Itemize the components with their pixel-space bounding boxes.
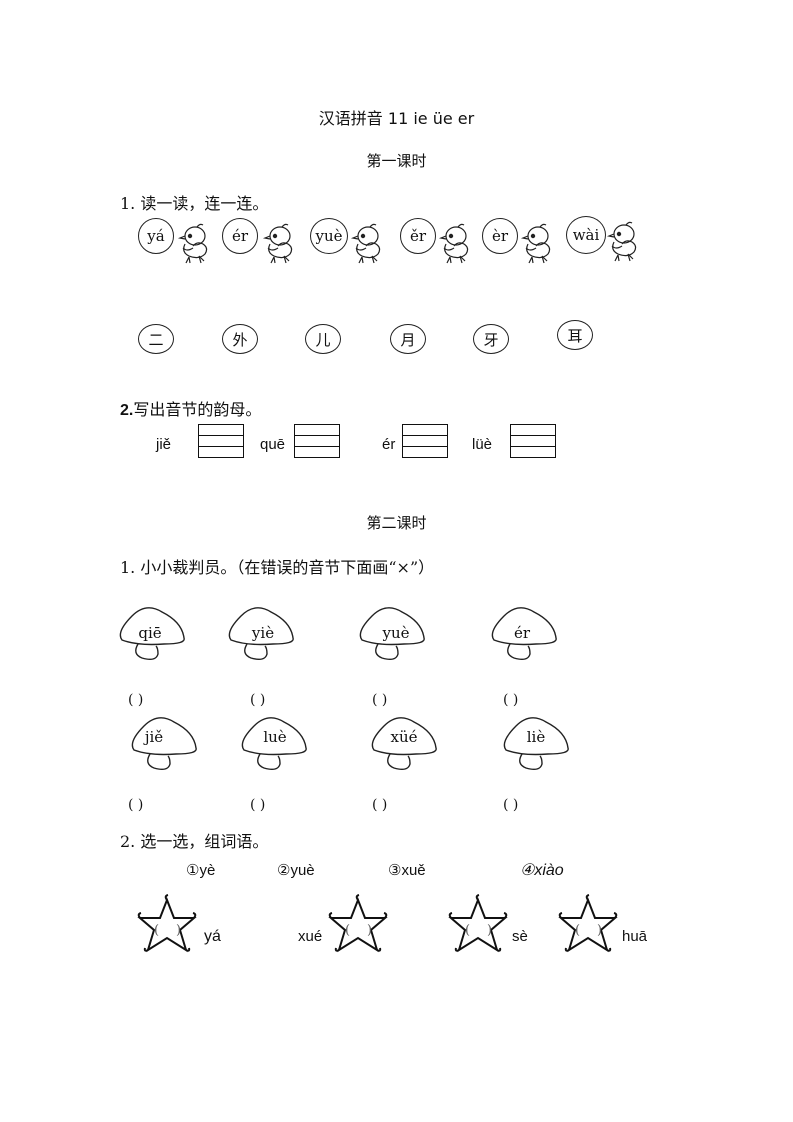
paren-text: ) (597, 923, 602, 938)
paren-text: ) (487, 923, 492, 938)
mushroom-syllable: jiě (144, 728, 164, 746)
star-pinyin-4: huā (622, 928, 648, 945)
syllable-3: ér (382, 436, 396, 453)
hanzi-circle-3[interactable]: 儿 (305, 324, 341, 354)
pinyin-circle: ěr (400, 218, 436, 254)
pinyin-bubble-1[interactable]: yá (138, 218, 174, 254)
writing-grid-1[interactable] (198, 424, 244, 458)
pinyin-circle: ér (222, 218, 258, 254)
syllable-2: quē (260, 436, 286, 453)
pinyin-bubble-2[interactable]: ér (222, 218, 258, 254)
lesson1-heading: 第一课时 (366, 152, 427, 170)
hanzi-circle-5[interactable]: 牙 (473, 324, 509, 354)
paren-text: ) (176, 923, 181, 938)
pinyin-bubble-6[interactable]: wài (566, 216, 606, 254)
chick-icon (177, 223, 208, 264)
syllable-1: jiě (156, 436, 172, 453)
question-number: 2. (120, 402, 134, 419)
answer-paren-4[interactable]: ( ) (503, 692, 519, 708)
mushroom-syllable: yuè (382, 624, 410, 642)
star-pinyin-2: xué (298, 928, 323, 945)
answer-paren-5[interactable]: ( ) (128, 797, 144, 813)
mushroom-icon (241, 717, 307, 771)
mushroom-2: yiè (225, 602, 305, 666)
mushroom-syllable: ér (513, 624, 531, 642)
pinyin-bubble-4[interactable]: ěr (400, 218, 436, 254)
paren-text: ( (154, 923, 159, 938)
chick-icon (438, 223, 469, 264)
answer-paren-8[interactable]: ( ) (503, 797, 519, 813)
writing-grid-4[interactable] (510, 424, 556, 458)
mushroom-icon (228, 607, 294, 661)
answer-paren-6[interactable]: ( ) (250, 797, 266, 813)
answer-paren-3[interactable]: ( ) (372, 692, 388, 708)
worksheet-title: 汉语拼音 11 ie üe er (318, 109, 475, 128)
mushroom-icon (503, 717, 569, 771)
writing-grid-2[interactable] (294, 424, 340, 458)
paren-text: ) (367, 923, 372, 938)
paren-text: ( (345, 923, 350, 938)
answer-paren-1[interactable]: ( ) (128, 692, 144, 708)
pinyin-circle: yuè (310, 218, 348, 254)
hanzi-circle-6[interactable]: 耳 (557, 320, 593, 350)
mushroom-icon (131, 717, 197, 771)
syllable-4: lüè (472, 436, 493, 453)
star-answer-box-3[interactable]: ( ) (447, 894, 509, 956)
hanzi-circle-1[interactable]: 二 (138, 324, 174, 354)
star-answer-box-2[interactable]: ( ) (327, 894, 389, 956)
mushroom-6: luè (238, 712, 318, 776)
star-pinyin-1: yá (204, 928, 221, 945)
mushroom-7: xüé (368, 712, 448, 776)
answer-paren-7[interactable]: ( ) (372, 797, 388, 813)
chick-icon (350, 223, 381, 264)
paren-text: ( (575, 923, 580, 938)
star-answer-box-1[interactable]: ( ) (136, 894, 198, 956)
hanzi-circle-4[interactable]: 月 (390, 324, 426, 354)
chick-icon (520, 223, 551, 264)
option-3: ③xuě (388, 862, 426, 879)
chick-icon (606, 221, 637, 262)
mushroom-syllable: liè (526, 728, 546, 746)
option-4: ④xiào (520, 862, 564, 879)
mushroom-4: ér (488, 602, 568, 666)
pinyin-bubble-3[interactable]: yuè (310, 218, 348, 254)
mushroom-syllable: yiè (251, 624, 275, 642)
mushroom-1: qiē (116, 602, 196, 666)
chick-icon (262, 223, 293, 264)
pinyin-bubble-5[interactable]: èr (482, 218, 518, 254)
mushroom-syllable: xüé (390, 728, 418, 746)
pinyin-circle: èr (482, 218, 518, 254)
mushroom-syllable: luè (263, 728, 287, 746)
mushroom-5: jiě (128, 712, 208, 776)
lesson2-heading: 第二课时 (366, 514, 427, 532)
mushroom-icon (119, 607, 185, 661)
paren-text: ( (465, 923, 470, 938)
answer-paren-2[interactable]: ( ) (250, 692, 266, 708)
hanzi-circle-2[interactable]: 外 (222, 324, 258, 354)
mushroom-syllable: qiē (138, 624, 162, 642)
lesson2-question-2-label: 2. 选一选，组词语。 (120, 832, 269, 851)
mushroom-8: liè (500, 712, 580, 776)
mushroom-icon (491, 607, 557, 661)
option-2: ②yuè (277, 862, 315, 879)
lesson2-question-1-label: 1. 小小裁判员。（在错误的音节下面画“×”） (120, 558, 435, 577)
mushroom-3: yuè (356, 602, 436, 666)
star-answer-box-4[interactable]: ( ) (557, 894, 619, 956)
question-1-label: 1. 读一读，连一连。 (120, 194, 269, 213)
star-pinyin-3: sè (512, 928, 528, 945)
question-text: 写出音节的韵母。 (133, 400, 262, 419)
pinyin-circle: wài (566, 216, 606, 254)
pinyin-circle: yá (138, 218, 174, 254)
writing-grid-3[interactable] (402, 424, 448, 458)
mushroom-icon (371, 717, 437, 771)
option-1: ①yè (186, 862, 216, 879)
question-2-label: 2.写出音节的韵母。 (120, 396, 261, 420)
mushroom-icon (359, 607, 425, 661)
